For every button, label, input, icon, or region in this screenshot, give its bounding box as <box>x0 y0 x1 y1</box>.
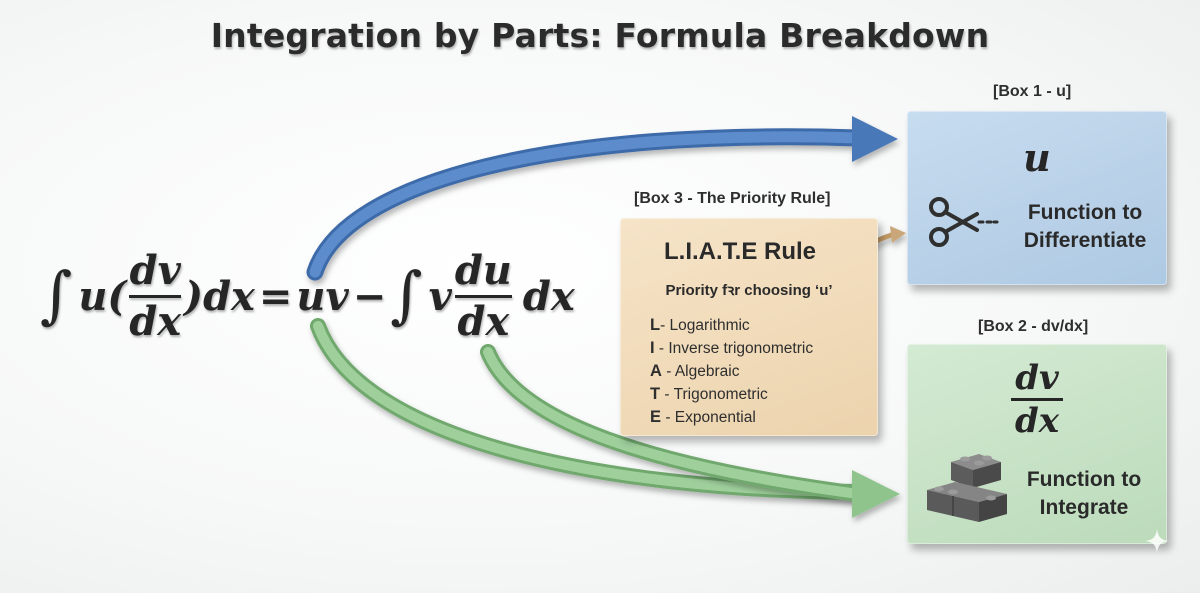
box-2-label: [Box 2 - dv/dx] <box>978 318 1089 335</box>
box-dv-line2: Integrate <box>1039 496 1129 519</box>
liate-list: L- Logarithmic I - Inverse trigonometric… <box>650 314 813 429</box>
integration-by-parts-formula: ∫ u( dv dx )dx = uv − ∫ v du dx dx <box>40 236 575 356</box>
box-3-label: [Box 3 - The Priority Rule] <box>634 190 831 207</box>
blue-arrow-to-u <box>306 116 898 281</box>
equals-sign: = <box>258 272 293 320</box>
box-u-line2: Differentiate <box>1023 229 1147 252</box>
dv-denominator: dx <box>1014 401 1060 441</box>
box-dv-description: Function to Integrate <box>1009 466 1159 522</box>
formula-u: u( <box>78 272 127 320</box>
blocks-icon <box>927 454 1007 522</box>
diagram-title: Integration by Parts: Formula Breakdown <box>210 16 990 55</box>
liate-subtitle: Priority fꝛr choosing ‘u’ <box>665 282 833 299</box>
liate-title: L.I.A.T.E Rule <box>663 238 816 265</box>
box-u-description: Function to Differentiate <box>1005 199 1165 255</box>
formula-dx-end: dx <box>522 272 575 320</box>
integral-sign: ∫ <box>40 257 73 331</box>
fraction-bar <box>454 294 512 298</box>
list-item: I - Inverse trigonometric <box>650 339 814 357</box>
fraction-denominator: dx <box>457 297 510 345</box>
box-dv: dv dx Function to Integrate <box>907 344 1167 544</box>
list-item: A - Algebraic <box>650 362 740 380</box>
fraction-denominator: dx <box>129 297 182 345</box>
box-liate: L.I.A.T.E Rule Priority fꝛr choosing ‘u’… <box>620 218 878 436</box>
dv-dx-symbol: dv dx <box>1007 360 1067 439</box>
sparkle-icon <box>1145 529 1169 553</box>
list-item: E - Exponential <box>650 408 756 426</box>
fraction-numerator: du <box>454 246 512 294</box>
fraction-bar <box>1011 398 1063 401</box>
formula-uv: uv <box>296 272 349 320</box>
box-u-line1: Function to <box>1027 201 1143 224</box>
list-item: T - Trigonometric <box>650 385 768 403</box>
fraction-dv-dx: dv dx <box>129 246 182 345</box>
list-item: L- Logarithmic <box>650 316 750 334</box>
formula-close-dx: )dx <box>184 272 255 320</box>
box-1-label: [Box 1 - u] <box>993 83 1072 100</box>
fraction-bar <box>129 294 182 298</box>
box-u: u Function to Differentiate <box>907 111 1167 285</box>
scissors-icon <box>929 197 999 247</box>
dv-numerator: dv <box>1015 358 1059 398</box>
green-arrow-uv-to-dv <box>310 318 866 500</box>
minus-sign: − <box>352 272 387 320</box>
green-arrow-du-to-dv <box>480 344 900 518</box>
integral-sign-2: ∫ <box>390 257 423 331</box>
box-dv-line1: Function to <box>1026 468 1142 491</box>
fraction-numerator: dv <box>129 246 181 294</box>
fraction-du-dx: du dx <box>454 246 512 345</box>
formula-v: v <box>428 272 452 320</box>
u-symbol: u <box>1023 135 1051 180</box>
